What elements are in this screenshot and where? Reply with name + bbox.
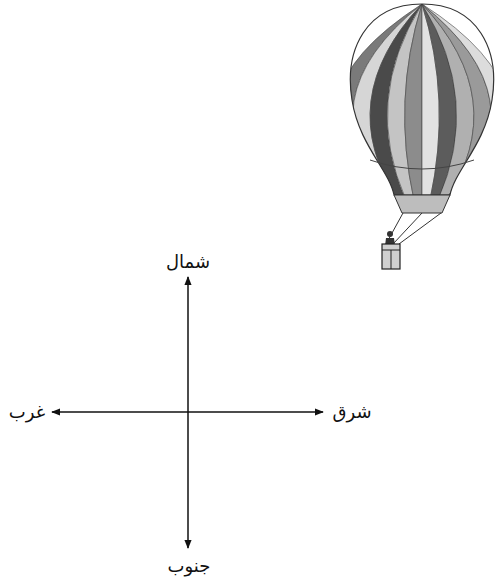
balloon-stripe (405, 4, 422, 200)
balloon (335, 4, 499, 269)
direction-label: شمال (166, 251, 210, 273)
direction-label: جنوب (168, 555, 211, 577)
balloon-stripe (370, 4, 422, 200)
direction-label: غرب (9, 401, 45, 423)
compass-arrows (52, 277, 323, 548)
balloon-stripe (387, 4, 422, 200)
balloon-stripe (335, 4, 422, 200)
direction-label: شرق (333, 401, 372, 423)
